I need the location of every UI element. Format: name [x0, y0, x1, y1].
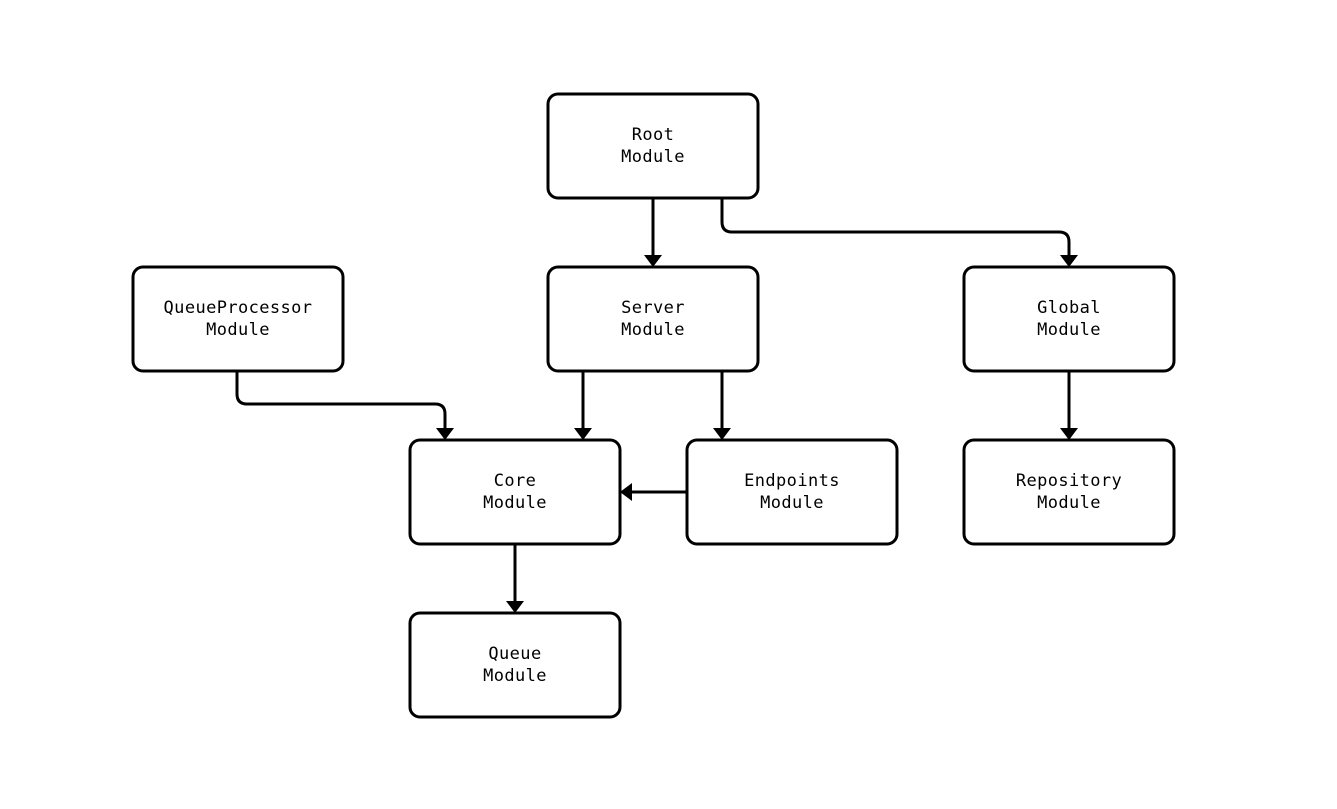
edge-queueprocessor-to-core — [235, 371, 454, 440]
node-label-line1: Queue — [488, 644, 541, 664]
node-shape[interactable] — [962, 265, 1176, 373]
arrowhead-icon — [436, 428, 454, 440]
node-label-line1: Server — [621, 298, 685, 318]
node-shape[interactable] — [962, 438, 1176, 546]
edge-root-to-server — [644, 198, 662, 267]
node-shape[interactable] — [546, 265, 760, 373]
edge-root-to-global — [720, 198, 1078, 267]
node-shape[interactable] — [408, 611, 622, 719]
node-label-line2: Module — [1037, 493, 1101, 513]
edge-server-to-endpoints — [713, 371, 731, 440]
node-label-line2: Module — [1037, 320, 1101, 340]
node-label-line2: Module — [621, 147, 685, 167]
arrowhead-icon — [644, 255, 662, 267]
node-label-line1: Core — [494, 471, 537, 491]
arrowhead-icon — [574, 428, 592, 440]
edge-line — [235, 371, 447, 429]
node-label-line2: Module — [760, 493, 824, 513]
node-label-line1: Global — [1037, 298, 1101, 318]
edge-line — [720, 198, 1071, 256]
edge-server-to-core — [574, 371, 592, 440]
node-label-line1: Root — [632, 125, 675, 145]
edge-core-to-queue — [506, 544, 524, 613]
node-label-line1: Repository — [1016, 471, 1122, 491]
arrowhead-icon — [1060, 428, 1078, 440]
arrowhead-icon — [1060, 255, 1078, 267]
edge-global-to-repository — [1060, 371, 1078, 440]
arrowhead-icon — [620, 483, 632, 501]
node-label-line2: Module — [621, 320, 685, 340]
arrowhead-icon — [713, 428, 731, 440]
node-label-line2: Module — [206, 320, 270, 340]
node-shape[interactable] — [131, 265, 345, 373]
arrowhead-icon — [506, 601, 524, 613]
node-label-line1: QueueProcessor — [164, 298, 313, 318]
node-shape[interactable] — [546, 92, 760, 200]
node-shape[interactable] — [685, 438, 899, 546]
node-label-line2: Module — [483, 493, 547, 513]
edge-endpoints-to-core — [620, 483, 687, 501]
node-label-line1: Endpoints — [744, 471, 840, 491]
node-label-line2: Module — [483, 666, 547, 686]
node-shape[interactable] — [408, 438, 622, 546]
edges-layer — [235, 198, 1078, 613]
